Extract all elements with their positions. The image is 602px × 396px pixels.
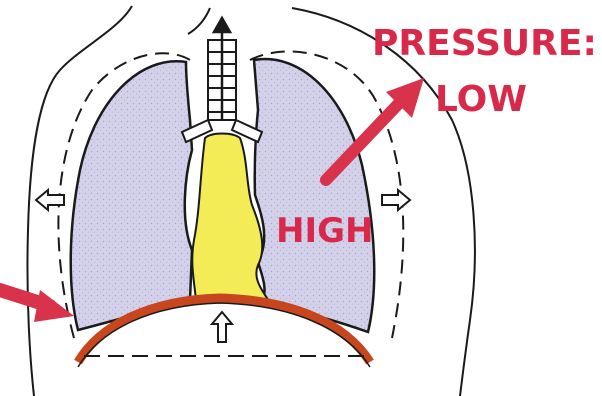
hollow-arrow-right-icon <box>382 190 410 210</box>
high-pressure-label: HIGH <box>276 214 373 248</box>
red-arrow-left-diaphragm <box>0 290 74 322</box>
left-lung <box>71 61 192 330</box>
low-pressure-label: LOW <box>435 82 527 118</box>
pressure-label: PRESSURE: <box>372 26 597 62</box>
right-lung <box>254 59 374 332</box>
hollow-arrow-up-icon <box>212 312 232 342</box>
